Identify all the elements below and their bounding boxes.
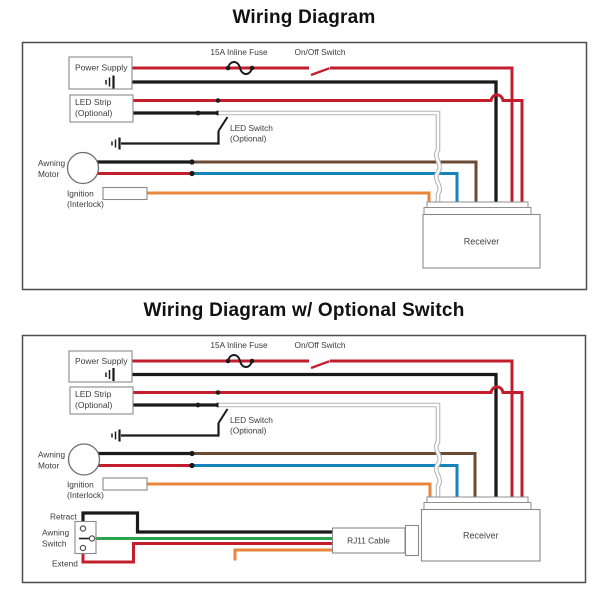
awning-motor-label-line2: Motor (38, 461, 59, 471)
rj11-cable-box (331, 527, 406, 554)
receiver-box (422, 213, 541, 269)
awning-switch-label-line2: Switch (42, 539, 67, 549)
power-black-wire (113, 80, 498, 204)
led-strip-label-line2: (Optional) (75, 108, 112, 118)
white-wire (218, 403, 441, 499)
white-wire (218, 111, 441, 204)
ignition-label-line1: Ignition (67, 189, 94, 199)
switch-black-wire (81, 511, 334, 534)
junction-dot (189, 170, 195, 177)
receiver-connector-top (426, 496, 529, 503)
awning-motor-label-line2: Motor (38, 169, 59, 179)
inline-fuse-label: 15A Inline Fuse (210, 340, 268, 350)
junction-dot (189, 159, 195, 165)
extend-label: Extend (52, 559, 78, 569)
blue-wire (192, 464, 459, 499)
awning-motor-icon (67, 443, 101, 476)
diagram-1: 15A Inline Fuse On/Off Switch Power Supp… (21, 41, 588, 291)
power-black-wire (113, 372, 498, 499)
junction-dot (195, 110, 201, 116)
junction-dot (215, 98, 221, 103)
inline-fuse-icon (227, 61, 253, 75)
awning-switch-label-line1: Awning (42, 528, 69, 538)
led-strip-box (69, 94, 134, 123)
ground-icon-led-switch (111, 429, 121, 442)
switch-terminal-common (88, 535, 96, 542)
receiver-connector-bottom (423, 502, 532, 510)
rj11-plug (404, 524, 420, 557)
switch-terminal-extend (79, 544, 87, 552)
junction-dot (189, 450, 195, 457)
power-supply-label: Power Supply (75, 63, 128, 73)
led-strip-label-line1: LED Strip (75, 389, 112, 399)
fuse-dot-left (225, 65, 231, 71)
led-strip-label-line1: LED Strip (75, 97, 112, 107)
led-strip-label-line2: (Optional) (75, 400, 112, 410)
led-switch-label-line1: LED Switch (230, 415, 273, 425)
ignition-label-line2: (Interlock) (67, 199, 104, 209)
ignition-box (102, 186, 148, 201)
power-red-wire-right (330, 66, 514, 204)
receiver-connector-bottom (423, 207, 532, 215)
junction-dot (195, 402, 201, 408)
orange-wire (147, 482, 432, 499)
switch-red-wire (81, 542, 334, 564)
power-supply-box (68, 350, 133, 383)
fuse-dot-right (249, 358, 255, 364)
power-supply-label: Power Supply (75, 356, 128, 366)
orange-wire (147, 191, 431, 204)
diagram-2: 15A Inline Fuse On/Off Switch Power Supp… (21, 334, 587, 584)
awning-motor-icon (66, 151, 100, 185)
ground-icon-power-supply (105, 75, 115, 89)
diagram2-title: Wiring Diagram w/ Optional Switch (143, 300, 465, 321)
led-red-wire (133, 93, 524, 204)
ground-icon-led-switch (111, 137, 121, 150)
led-strip-box (69, 386, 134, 415)
ignition-label-line1: Ignition (67, 480, 94, 490)
led-switch-icon (217, 116, 229, 132)
onoff-switch-label: On/Off Switch (294, 340, 345, 350)
retract-label: Retract (50, 512, 77, 522)
led-switch-label-line1: LED Switch (230, 123, 273, 133)
junction-dot (189, 462, 195, 469)
inline-fuse-icon (227, 354, 253, 368)
led-switch-wire (121, 131, 220, 145)
blue-wire (192, 172, 459, 204)
receiver-label: Receiver (463, 531, 499, 541)
onoff-switch-icon (310, 67, 330, 77)
ground-icon-power-supply (105, 368, 115, 381)
rj11-orange-wire (233, 548, 334, 561)
power-red-wire-right (330, 359, 514, 499)
inline-fuse-label: 15A Inline Fuse (210, 47, 268, 57)
junction-dot (215, 390, 221, 395)
receiver-box (420, 508, 541, 562)
fuse-dot-right (249, 65, 255, 71)
onoff-switch-icon (310, 360, 330, 370)
led-switch-label-line2: (Optional) (230, 426, 267, 436)
receiver-label: Receiver (464, 237, 500, 247)
rj11-cable-label: RJ11 Cable (347, 536, 390, 546)
power-supply-box (68, 56, 133, 90)
diagram1-border (21, 41, 588, 291)
fuse-dot-left (225, 358, 231, 364)
awning-motor-label-line1: Awning (38, 158, 65, 168)
brown-wire (192, 160, 478, 204)
diagram2-border (21, 334, 587, 584)
led-switch-icon (217, 408, 229, 424)
switch-terminal-retract (79, 525, 87, 532)
onoff-switch-label: On/Off Switch (294, 47, 345, 57)
led-red-wire (133, 385, 524, 499)
led-switch-wire (121, 423, 220, 437)
led-switch-label-line2: (Optional) (230, 134, 267, 144)
receiver-connector-top (426, 201, 529, 208)
diagram1-title: Wiring Diagram (232, 7, 376, 28)
awning-motor-label-line1: Awning (38, 450, 65, 460)
ignition-box (102, 477, 148, 491)
brown-wire (192, 452, 477, 499)
ignition-label-line2: (Interlock) (67, 490, 104, 500)
